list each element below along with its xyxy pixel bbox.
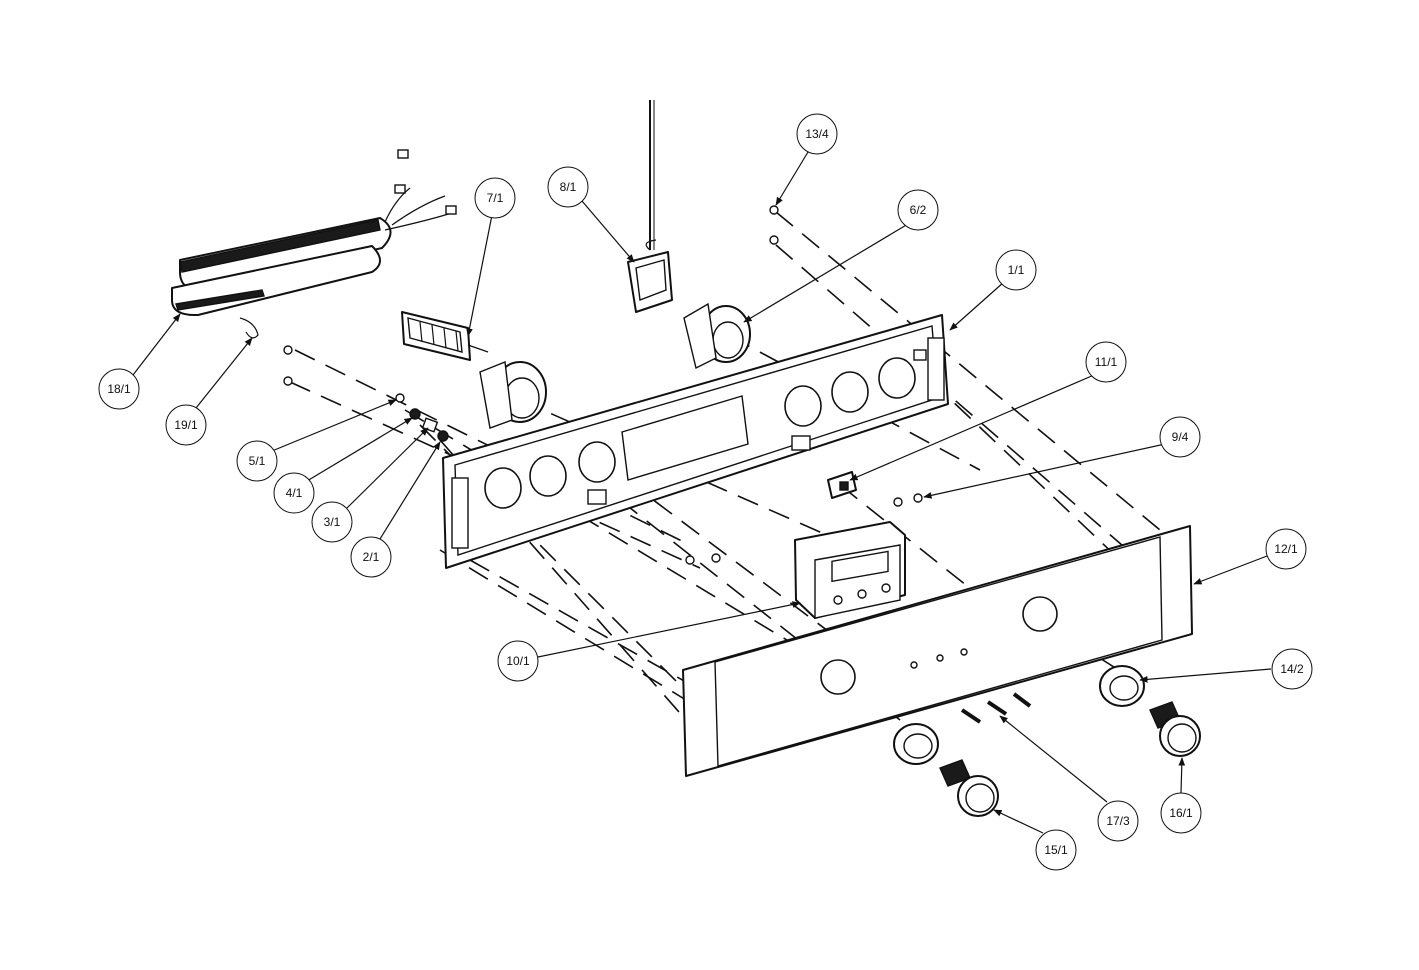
callout-8-1-text: 8/1 — [560, 180, 577, 194]
callout-18-1: 18/1 — [98, 368, 140, 410]
callout-2-1-text: 2/1 — [363, 550, 380, 564]
callout-15-1: 15/1 — [1035, 829, 1077, 871]
thermostat-part — [627, 100, 673, 313]
leader-lines — [132, 151, 1272, 834]
callout-19-1-text: 19/1 — [174, 418, 198, 432]
heating-element-part — [171, 149, 457, 317]
callout-1-1-text: 1/1 — [1008, 263, 1025, 277]
callout-2-1: 2/1 — [350, 536, 392, 578]
timer-display-part — [794, 521, 906, 619]
control-knob-parts — [939, 701, 1201, 817]
callout-12-1-text: 12/1 — [1274, 542, 1298, 556]
screw-parts-top — [769, 205, 779, 245]
callout-18-1-text: 18/1 — [107, 382, 131, 396]
callout-16-1-text: 16/1 — [1169, 806, 1193, 820]
callout-9-4-text: 9/4 — [1172, 430, 1189, 444]
callout-4-1-text: 4/1 — [286, 486, 303, 500]
rocker-switch-part — [827, 471, 857, 499]
callout-14-2-text: 14/2 — [1280, 662, 1304, 676]
wire-clip-part — [239, 317, 259, 339]
callout-8-1: 8/1 — [547, 166, 589, 208]
callout-12-1: 12/1 — [1265, 528, 1307, 570]
callout-3-1-text: 3/1 — [324, 515, 341, 529]
callout-3-1: 3/1 — [311, 501, 353, 543]
callout-13-4: 13/4 — [796, 113, 838, 155]
callout-13-4-text: 13/4 — [805, 127, 829, 141]
callout-5-1: 5/1 — [236, 440, 278, 482]
knob-bush-right-part — [683, 302, 751, 370]
screw-parts-center — [685, 493, 923, 565]
callout-1-1: 1/1 — [995, 249, 1037, 291]
callout-16-1: 16/1 — [1160, 792, 1202, 834]
callout-11-1-text: 11/1 — [1095, 355, 1118, 369]
callout-5-1-text: 5/1 — [249, 454, 266, 468]
fascia-screw-parts — [960, 692, 1032, 724]
callout-19-1: 19/1 — [165, 404, 207, 446]
front-fascia-panel-part — [682, 525, 1193, 777]
callout-10-1: 10/1 — [497, 640, 539, 682]
knob-bush-left-part — [479, 361, 547, 429]
callout-10-1-text: 10/1 — [506, 654, 530, 668]
callout-6-2: 6/2 — [897, 189, 939, 231]
knob-bezel-parts — [893, 665, 1145, 765]
selector-switch-part — [401, 311, 489, 361]
callout-7-1: 7/1 — [474, 177, 516, 219]
callout-6-2-text: 6/2 — [910, 203, 927, 217]
callout-17-3-text: 17/3 — [1106, 814, 1130, 828]
callout-7-1-text: 7/1 — [487, 191, 504, 205]
callout-labels: 13/4 8/1 7/1 6/2 1/1 11/1 9/4 12/1 18/1 … — [98, 113, 1313, 871]
callout-14-2: 14/2 — [1271, 648, 1313, 690]
callout-11-1: 11/1 — [1085, 341, 1127, 383]
screw-parts-left — [283, 345, 293, 386]
control-panel-frame-part — [442, 314, 949, 569]
callout-17-3: 17/3 — [1097, 800, 1139, 842]
callout-4-1: 4/1 — [273, 472, 315, 514]
callout-15-1-text: 15/1 — [1044, 843, 1068, 857]
callout-9-4: 9/4 — [1159, 416, 1201, 458]
